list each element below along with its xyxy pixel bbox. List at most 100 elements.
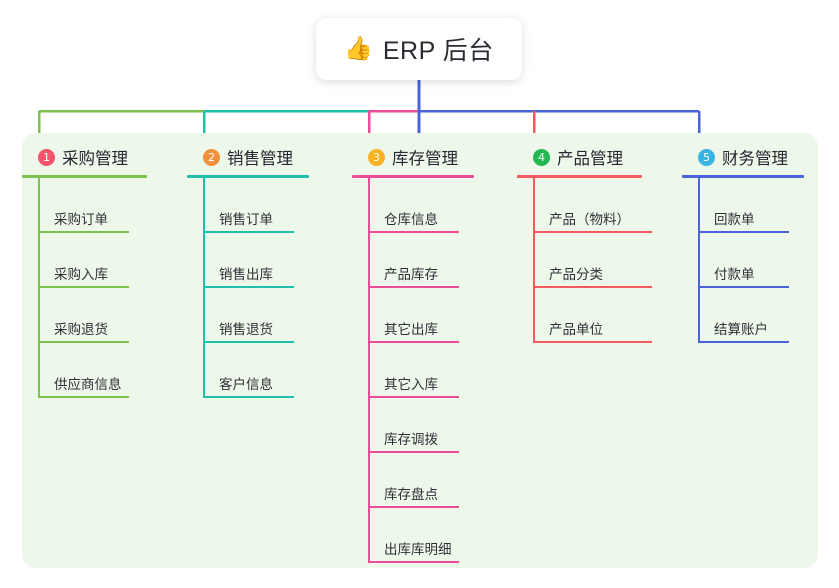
branch-items-4: 产品（物料） 产品分类产品单位 (517, 178, 682, 343)
branch-item-rule (39, 396, 129, 398)
branch-badge-5: 5 (698, 148, 715, 166)
branch-items-3: 仓库信息产品库存其它出库其它入库库存调拨库存盘点出库库明细 (352, 178, 517, 563)
branch-item-rule (534, 231, 652, 233)
branch-header-1[interactable]: 1 采购管理 (22, 145, 187, 169)
branch-item[interactable]: 仓库信息 (352, 178, 517, 233)
branch-header-2[interactable]: 2 销售管理 (187, 145, 352, 169)
root-node[interactable]: 👍 ERP 后台 (316, 18, 522, 80)
branch-item-rule (39, 341, 129, 343)
branch-column-3: 3 库存管理仓库信息产品库存其它出库其它入库库存调拨库存盘点出库库明细 (352, 145, 517, 563)
branch-item-rule (39, 231, 129, 233)
branch-item-rule (699, 341, 789, 343)
branch-title-4: 产品管理 (557, 150, 623, 168)
branch-item[interactable]: 销售订单 (187, 178, 352, 233)
branch-title-3: 库存管理 (392, 150, 458, 168)
branch-item[interactable]: 付款单 (682, 233, 818, 288)
branch-item-label: 产品库存 (384, 266, 438, 282)
branch-item-rule (369, 286, 459, 288)
branch-item-label: 付款单 (714, 266, 755, 282)
branch-item[interactable]: 客户信息 (187, 343, 352, 398)
branch-item-rule (534, 341, 652, 343)
branch-title-2: 销售管理 (227, 150, 293, 168)
branch-item[interactable]: 其它出库 (352, 288, 517, 343)
branch-header-5[interactable]: 5 财务管理 (682, 145, 818, 169)
branch-item-rule (699, 286, 789, 288)
branch-item[interactable]: 库存调拨 (352, 398, 517, 453)
branch-item-rule (369, 561, 459, 563)
branch-item-label: 采购入库 (54, 266, 108, 282)
branch-item-rule (39, 286, 129, 288)
root-title: ERP 后台 (382, 37, 494, 65)
branch-spine-3 (368, 178, 370, 563)
branch-spine-2 (203, 178, 205, 398)
branch-item-rule (204, 396, 294, 398)
branch-item-label: 产品（物料） (549, 211, 630, 227)
branch-item-rule (699, 231, 789, 233)
branch-item-rule (204, 286, 294, 288)
branch-item-rule (204, 231, 294, 233)
branch-item[interactable]: 产品分类 (517, 233, 682, 288)
branch-column-5: 5 财务管理回款单付款单结算账户 (682, 145, 818, 343)
branch-item-label: 其它出库 (384, 321, 438, 337)
branch-item[interactable]: 供应商信息 (22, 343, 187, 398)
branch-item-label: 采购退货 (54, 321, 108, 337)
branch-items-5: 回款单付款单结算账户 (682, 178, 818, 343)
branch-items-1: 采购订单采购入库采购退货供应商信息 (22, 178, 187, 398)
diagram-panel (22, 133, 818, 568)
branch-item-label: 回款单 (714, 211, 755, 227)
branch-item[interactable]: 采购订单 (22, 178, 187, 233)
branch-item[interactable]: 回款单 (682, 178, 818, 233)
branch-item-label: 采购订单 (54, 211, 108, 227)
branch-item-rule (534, 286, 652, 288)
branch-spine-5 (698, 178, 700, 343)
branch-item-label: 出库库明细 (384, 541, 452, 557)
branch-badge-4: 4 (533, 148, 550, 166)
branch-item[interactable]: 产品（物料） (517, 178, 682, 233)
branch-item-label: 产品单位 (549, 321, 603, 337)
branch-item[interactable]: 采购退货 (22, 288, 187, 343)
branch-badge-1: 1 (38, 148, 55, 166)
branch-item-label: 供应商信息 (54, 376, 122, 392)
branch-item[interactable]: 结算账户 (682, 288, 818, 343)
branch-item-label: 销售出库 (219, 266, 273, 282)
branch-header-3[interactable]: 3 库存管理 (352, 145, 517, 169)
branch-column-1: 1 采购管理采购订单采购入库采购退货供应商信息 (22, 145, 187, 398)
branch-item-label: 客户信息 (219, 376, 273, 392)
branch-item[interactable]: 销售出库 (187, 233, 352, 288)
branch-item-rule (204, 341, 294, 343)
branch-item-rule (369, 396, 459, 398)
branch-item-label: 库存盘点 (384, 486, 438, 502)
branch-item-label: 销售订单 (219, 211, 273, 227)
branch-item[interactable]: 产品单位 (517, 288, 682, 343)
branch-item[interactable]: 出库库明细 (352, 508, 517, 563)
branch-column-2: 2 销售管理销售订单销售出库销售退货客户信息 (187, 145, 352, 398)
branch-column-4: 4 产品管理产品（物料） 产品分类产品单位 (517, 145, 682, 343)
branch-item-rule (369, 341, 459, 343)
branch-item[interactable]: 采购入库 (22, 233, 187, 288)
branch-title-5: 财务管理 (722, 150, 788, 168)
branch-item-label: 结算账户 (714, 321, 768, 337)
branch-item[interactable]: 库存盘点 (352, 453, 517, 508)
branch-spine-4 (533, 178, 535, 343)
branch-item-label: 库存调拨 (384, 431, 438, 447)
branch-rule-4 (517, 175, 642, 178)
branch-rule-2 (187, 175, 309, 178)
branch-item-label: 产品分类 (549, 266, 603, 282)
branch-item-label: 其它入库 (384, 376, 438, 392)
branch-item-rule (369, 231, 459, 233)
branch-rule-5 (682, 175, 804, 178)
branch-rule-1 (22, 175, 147, 178)
branch-header-4[interactable]: 4 产品管理 (517, 145, 682, 169)
branch-item[interactable]: 产品库存 (352, 233, 517, 288)
thumbs-up-icon: 👍 (344, 35, 373, 62)
branch-badge-3: 3 (368, 148, 385, 166)
branch-title-1: 采购管理 (62, 150, 128, 168)
branch-item-label: 销售退货 (219, 321, 273, 337)
branch-spine-1 (38, 178, 40, 398)
branch-rule-3 (352, 175, 474, 178)
branch-item-rule (369, 506, 459, 508)
branch-badge-2: 2 (203, 148, 220, 166)
branch-item[interactable]: 销售退货 (187, 288, 352, 343)
branch-items-2: 销售订单销售出库销售退货客户信息 (187, 178, 352, 398)
branch-item[interactable]: 其它入库 (352, 343, 517, 398)
